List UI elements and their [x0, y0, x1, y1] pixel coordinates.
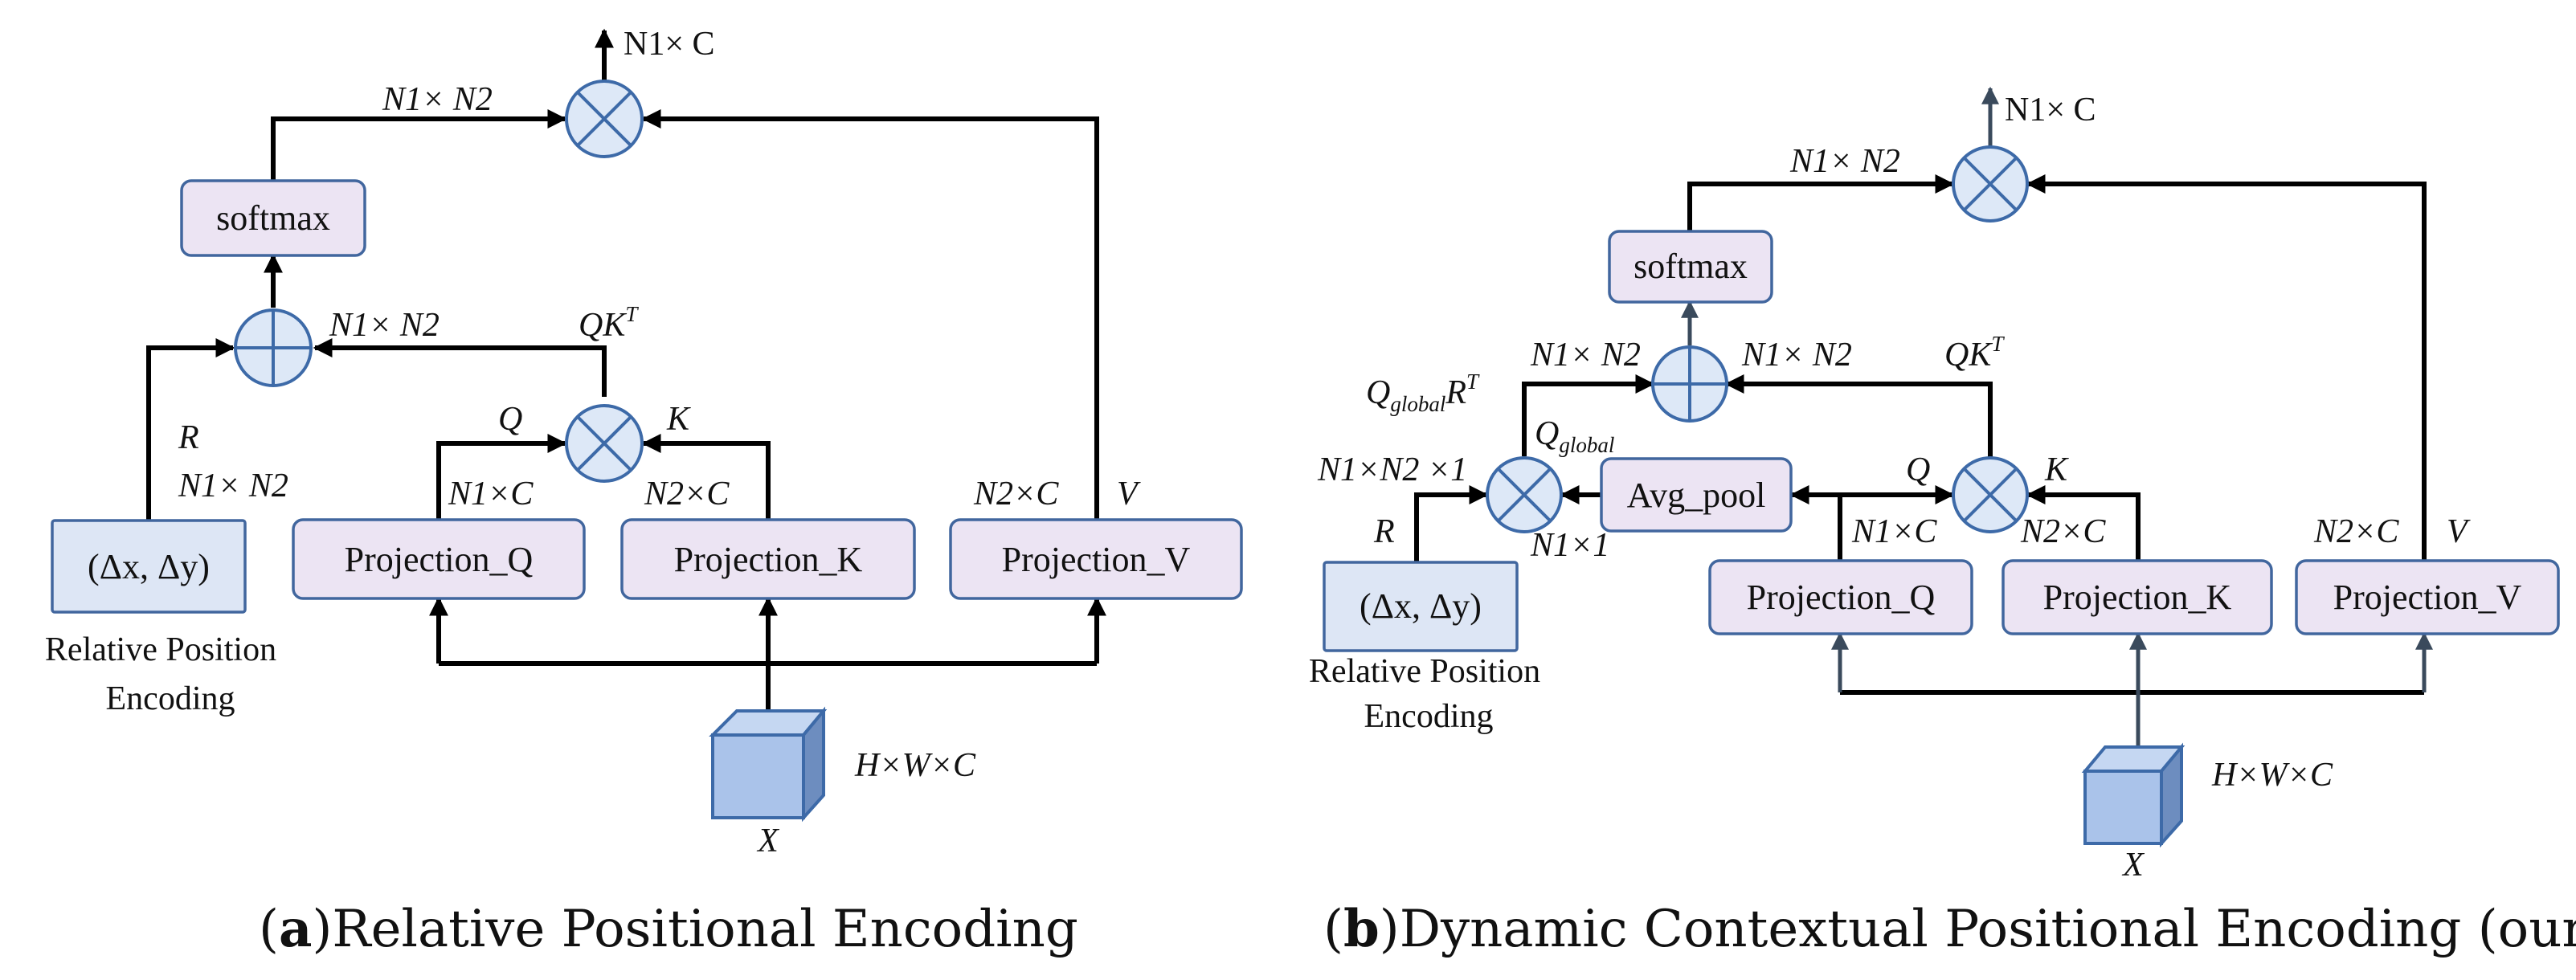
qglobal-label-b: Qglobal	[1535, 415, 1614, 457]
output-label-a: N1× C	[624, 26, 715, 63]
qkt-label-a: QKT	[579, 302, 639, 344]
dim-label-n1n2-right-b: N1× N2	[1741, 337, 1852, 374]
dim-label-n1n2-left-b: N1× N2	[1530, 337, 1641, 374]
projection-q-box-b: Projection_Q	[1708, 559, 1973, 635]
panel-a-wires	[146, 28, 1106, 711]
add-op-a	[234, 308, 313, 387]
dim-label-n2c-k-a: N2×C	[644, 476, 730, 512]
multiply-op-top-a	[565, 80, 644, 158]
projection-k-box-b: Projection_K	[2002, 559, 2273, 635]
svg-text:Projection_K: Projection_K	[2043, 578, 2232, 617]
x-label-b: X	[2121, 847, 2145, 884]
q-label-a: Q	[498, 401, 522, 438]
multiply-op-global-b	[1486, 456, 1563, 533]
rpe-caption-line2-b: Encoding	[1364, 698, 1494, 735]
rpe-caption-line1-a: Relative Position	[45, 631, 276, 668]
r-label-b: R	[1373, 513, 1395, 550]
dim-label-n1n2-top-b: N1× N2	[1789, 143, 1900, 180]
svg-text:Avg_pool: Avg_pool	[1627, 476, 1766, 515]
r-dim-label-a: N1× N2	[178, 468, 288, 504]
svg-text:Projection_Q: Projection_Q	[1747, 578, 1936, 617]
softmax-box-a: softmax	[180, 179, 366, 257]
qkt-label-b: QKT	[1944, 332, 2005, 374]
input-cube-icon-a	[709, 706, 828, 823]
input-cube-icon-b	[2081, 742, 2186, 848]
hwc-label-a: H×W×C	[854, 747, 976, 784]
softmax-box-b: softmax	[1608, 230, 1773, 304]
dim-label-n1c-a: N1×C	[448, 476, 534, 512]
projection-v-box-b: Projection_V	[2295, 559, 2560, 635]
output-label-b: N1× C	[2005, 92, 2096, 129]
r-label-a: R	[178, 419, 199, 456]
rpe-caption-line1-b: Relative Position	[1309, 653, 1540, 690]
svg-text:softmax: softmax	[216, 198, 330, 238]
v-label-b: V	[2447, 513, 2471, 550]
svg-text:Projection_Q: Projection_Q	[345, 540, 534, 579]
rpe-box-a: (Δx, Δy)	[51, 519, 247, 614]
k-label-b: K	[2044, 451, 2069, 488]
multiply-op-top-b	[1952, 145, 2029, 223]
svg-text:softmax: softmax	[1634, 247, 1748, 286]
dim-label-n1n2x1-b: N1×N2 ×1	[1317, 451, 1467, 488]
projection-v-box-a: Projection_V	[949, 518, 1243, 600]
multiply-op-qk-b	[1952, 456, 2029, 533]
dim-label-n1x1-b: N1×1	[1530, 527, 1609, 564]
svg-text:Projection_K: Projection_K	[674, 540, 863, 579]
multiply-op-qk-a	[565, 404, 644, 483]
qglobal-rt-label-b: QglobalRT	[1366, 370, 1480, 416]
svg-text:Projection_V: Projection_V	[1002, 540, 1191, 579]
hwc-label-b: H×W×C	[2211, 757, 2333, 794]
rpe-caption-line2-a: Encoding	[106, 680, 235, 717]
svg-text:Projection_V: Projection_V	[2333, 578, 2522, 617]
avg-pool-box-b: Avg_pool	[1600, 457, 1793, 533]
x-label-a: X	[756, 823, 780, 860]
add-op-b	[1651, 345, 1728, 423]
dim-label-n1c-b: N1×C	[1851, 513, 1937, 550]
dim-label-n2c-v-b: N2×C	[2313, 513, 2399, 550]
projection-q-box-a: Projection_Q	[292, 518, 586, 600]
q-label-b: Q	[1906, 451, 1930, 488]
dim-label-n1n2-top-a: N1× N2	[382, 81, 493, 118]
caption-a: (a)Relative Positional Encoding	[259, 899, 1078, 959]
svg-text:(Δx, Δy): (Δx, Δy)	[88, 547, 210, 586]
caption-b: (b)Dynamic Contextual Positional Encodin…	[1323, 899, 2576, 959]
dim-label-n2c-v-a: N2×C	[973, 476, 1059, 512]
panel-b-wires	[1414, 86, 2434, 747]
projection-k-box-a: Projection_K	[620, 518, 916, 600]
rpe-box-b: (Δx, Δy)	[1323, 561, 1519, 652]
panel-a: softmax (Δx, Δy) Projection_Q Projection…	[45, 26, 1243, 959]
dim-label-n1n2-plus-a: N1× N2	[329, 307, 440, 344]
panel-b: softmax Avg_pool (Δx, Δy) Projection_Q P…	[1309, 86, 2576, 959]
v-label-a: V	[1117, 476, 1141, 512]
svg-text:(Δx, Δy): (Δx, Δy)	[1360, 586, 1482, 626]
k-label-a: K	[666, 401, 691, 438]
dim-label-n2c-k-b: N2×C	[2020, 513, 2106, 550]
